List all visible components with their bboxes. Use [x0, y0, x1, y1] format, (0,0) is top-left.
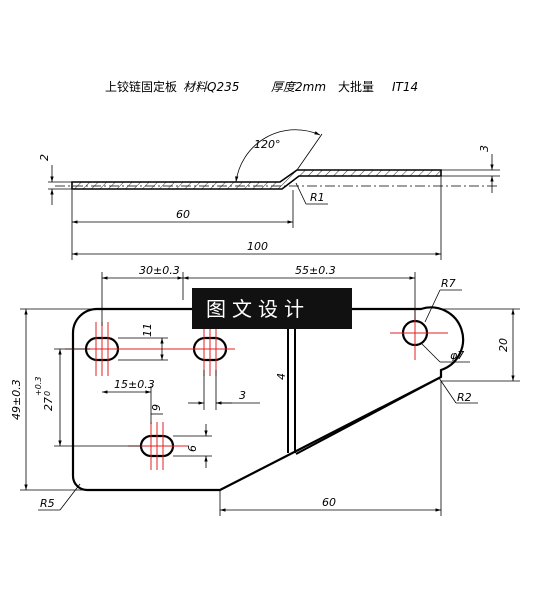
title-material: 材料Q235 — [183, 80, 239, 94]
dim-corner-r2: R2 — [457, 391, 472, 404]
plan-view: 30±0.3 55±0.3 R7 11 15±0.3 3 4 9 6 — [10, 264, 520, 516]
dim-angle: 120° — [254, 138, 281, 151]
dim-hole-dia: φ7 — [450, 349, 464, 362]
dim-right-height: 20 — [497, 338, 510, 352]
dim-bend-radius: R1 — [310, 191, 325, 204]
dim-hole-spacing-a: 30±0.3 — [139, 264, 180, 277]
title-tolerance: IT14 — [392, 80, 418, 94]
r2-leader — [438, 377, 457, 404]
dim-tol-upper: +0.3 — [34, 377, 43, 396]
angle-arc — [235, 129, 321, 183]
angle-ext-line — [296, 133, 323, 171]
watermark-text: 图文设计 — [206, 297, 310, 321]
dim-hole-offset: 15±0.3 — [114, 378, 155, 391]
dim-bottom-length: 60 — [322, 496, 336, 509]
dim-left-thickness: 2 — [38, 154, 51, 161]
dim-lower-slot-height: 9 — [150, 404, 163, 411]
bend-diag — [295, 376, 442, 455]
title-batch: 大批量 — [338, 79, 374, 94]
dim-height-total: 49±0.3 — [10, 379, 23, 420]
plate-outline — [71, 306, 465, 492]
r5-leader — [59, 483, 81, 511]
dim-bend-length: 60 — [176, 208, 190, 221]
title-thickness: 厚度2mm — [271, 80, 326, 94]
watermark-box: 图文设计 — [192, 288, 352, 329]
dim-right-thickness: 3 — [478, 145, 491, 152]
dim-bend-line: 4 — [275, 373, 288, 380]
dim-height-holes: 27 — [42, 397, 55, 411]
dim-slot-width: 3 — [239, 389, 246, 402]
dim-outer-radius-top: R7 — [441, 277, 456, 290]
dim-hole-spacing-b: 55±0.3 — [295, 264, 336, 277]
title-block: 上铰链固定板 材料Q235 厚度2mm 大批量 IT14 — [105, 79, 418, 94]
dim-slot-height: 11 — [141, 323, 154, 337]
watermark-background — [192, 288, 352, 329]
title-part-name: 上铰链固定板 — [105, 79, 177, 94]
dim-total-length: 100 — [247, 240, 268, 253]
side-view: 2 3 120° R1 60 100 — [38, 129, 500, 260]
dim-lower-slot-width: 6 — [186, 445, 199, 452]
r1-leader — [295, 182, 307, 205]
r7-leader — [424, 289, 441, 323]
dim-tol-lower: 0 — [43, 391, 52, 396]
dim-corner-r5: R5 — [40, 497, 55, 510]
phi7-leader — [421, 343, 441, 363]
